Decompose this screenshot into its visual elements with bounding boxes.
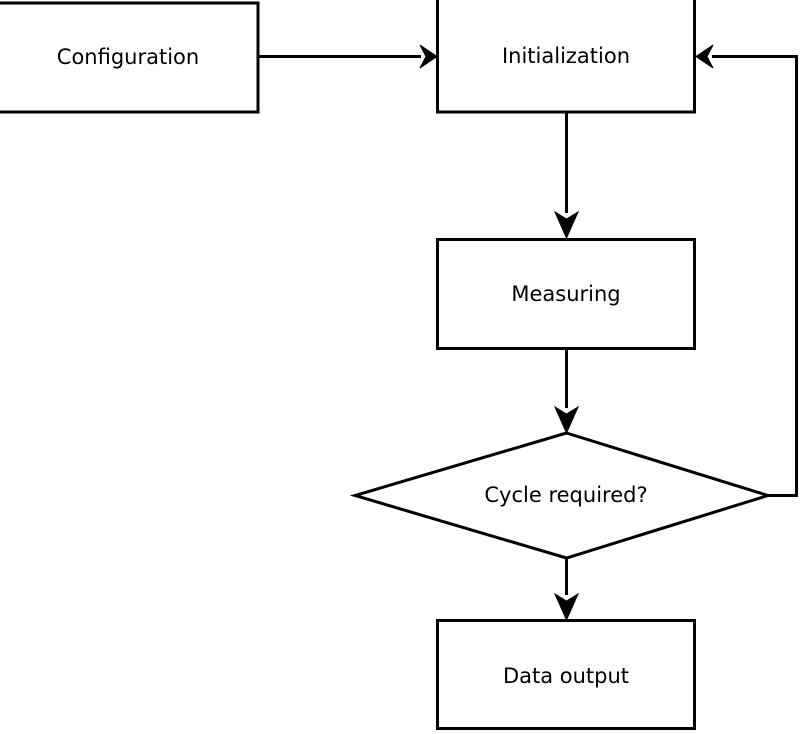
node-cycle-required[interactable]: Cycle required? [349, 431, 774, 560]
node-measuring[interactable]: Measuring [436, 238, 696, 350]
node-initialization[interactable]: Initialization [436, 0, 696, 114]
measuring-box[interactable] [436, 238, 696, 350]
configuration-label: Configuration [57, 45, 199, 69]
data-output-label: Data output [503, 664, 629, 688]
node-data-output[interactable]: Data output [436, 619, 696, 730]
edge-initialization-to-measuring [553, 112, 580, 240]
data-output-box[interactable] [436, 619, 696, 730]
initialization-label: Initialization [502, 44, 630, 68]
cycle-required-diamond[interactable] [349, 431, 774, 560]
edge-measuring-to-cycle-required [553, 349, 580, 435]
initialization-box[interactable] [436, 0, 696, 114]
edge-cycle-required-to-data-output [553, 558, 580, 622]
edge-cycle-required-to-initialization [695, 44, 798, 497]
node-configuration[interactable]: Configuration [0, 1, 260, 114]
cycle-required-label: Cycle required? [484, 483, 647, 507]
configuration-box[interactable] [0, 1, 260, 114]
edge-configuration-to-initialization [258, 44, 438, 69]
measuring-label: Measuring [511, 282, 620, 306]
